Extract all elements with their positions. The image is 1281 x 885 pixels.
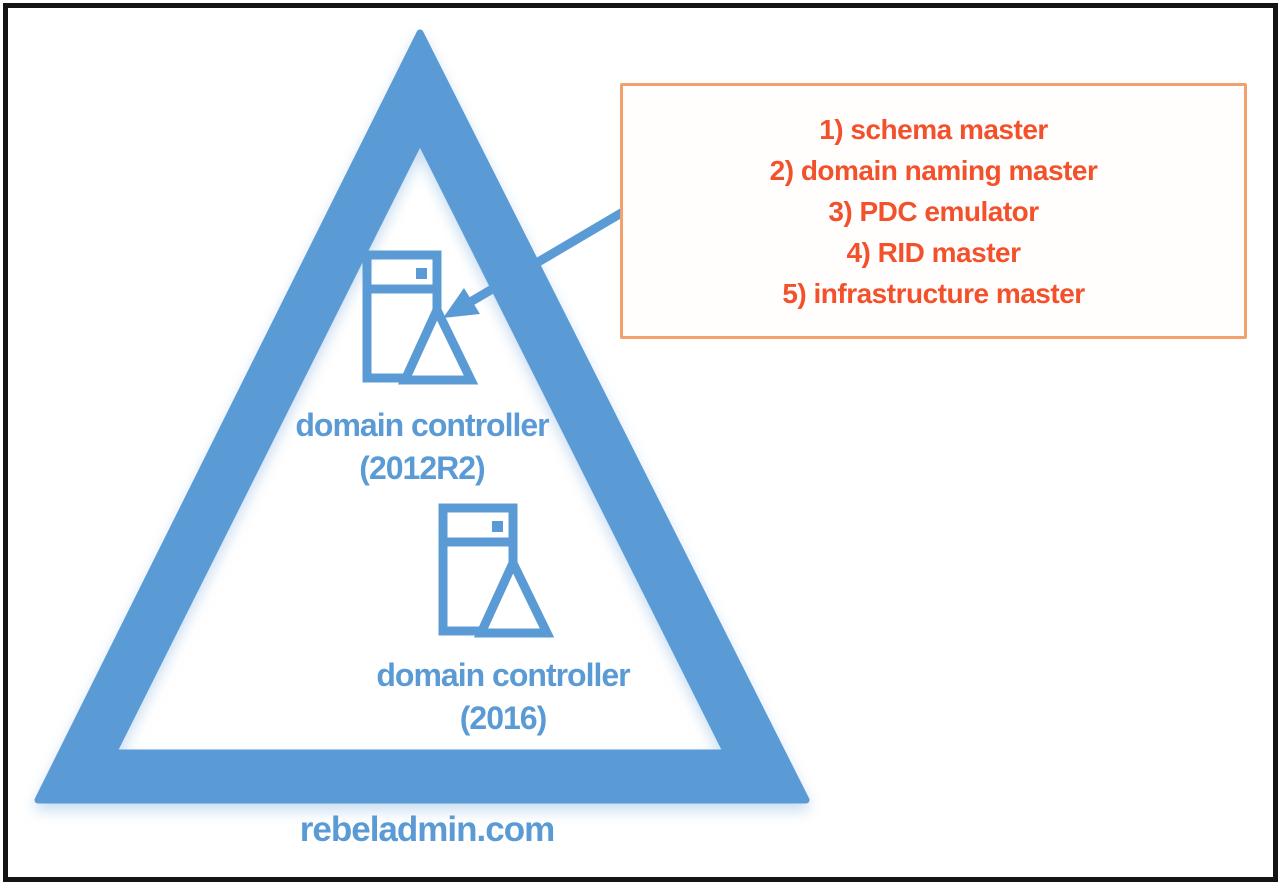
fsmo-item-domain-naming-master: 2) domain naming master [769,155,1098,186]
pyramid-outline [34,29,810,804]
callout-arrow-icon [443,207,628,318]
dc-version: (2016) [459,700,548,736]
fsmo-roles-callout: 1) schema master 2) domain naming master… [620,83,1247,339]
dc-name: domain controller [376,657,630,693]
fsmo-item-schema-master: 1) schema master [819,114,1048,145]
dc-name: domain controller [295,407,549,443]
domain-controller-icon-2012r2 [367,255,471,380]
domain-controller-label-2016: domain controller (2016) [313,654,693,740]
fsmo-item-rid-master: 4) RID master [846,237,1021,268]
fsmo-item-pdc-emulator: 3) PDC emulator [828,196,1039,227]
fsmo-item-infrastructure-master: 5) infrastructure master [782,278,1085,309]
dc-version: (2012R2) [359,450,485,486]
domain-controller-icon-2016 [443,508,547,633]
watermark-rebeladmin: rebeladmin.com [299,810,555,849]
domain-controller-label-2012r2: domain controller (2012R2) [232,404,612,490]
